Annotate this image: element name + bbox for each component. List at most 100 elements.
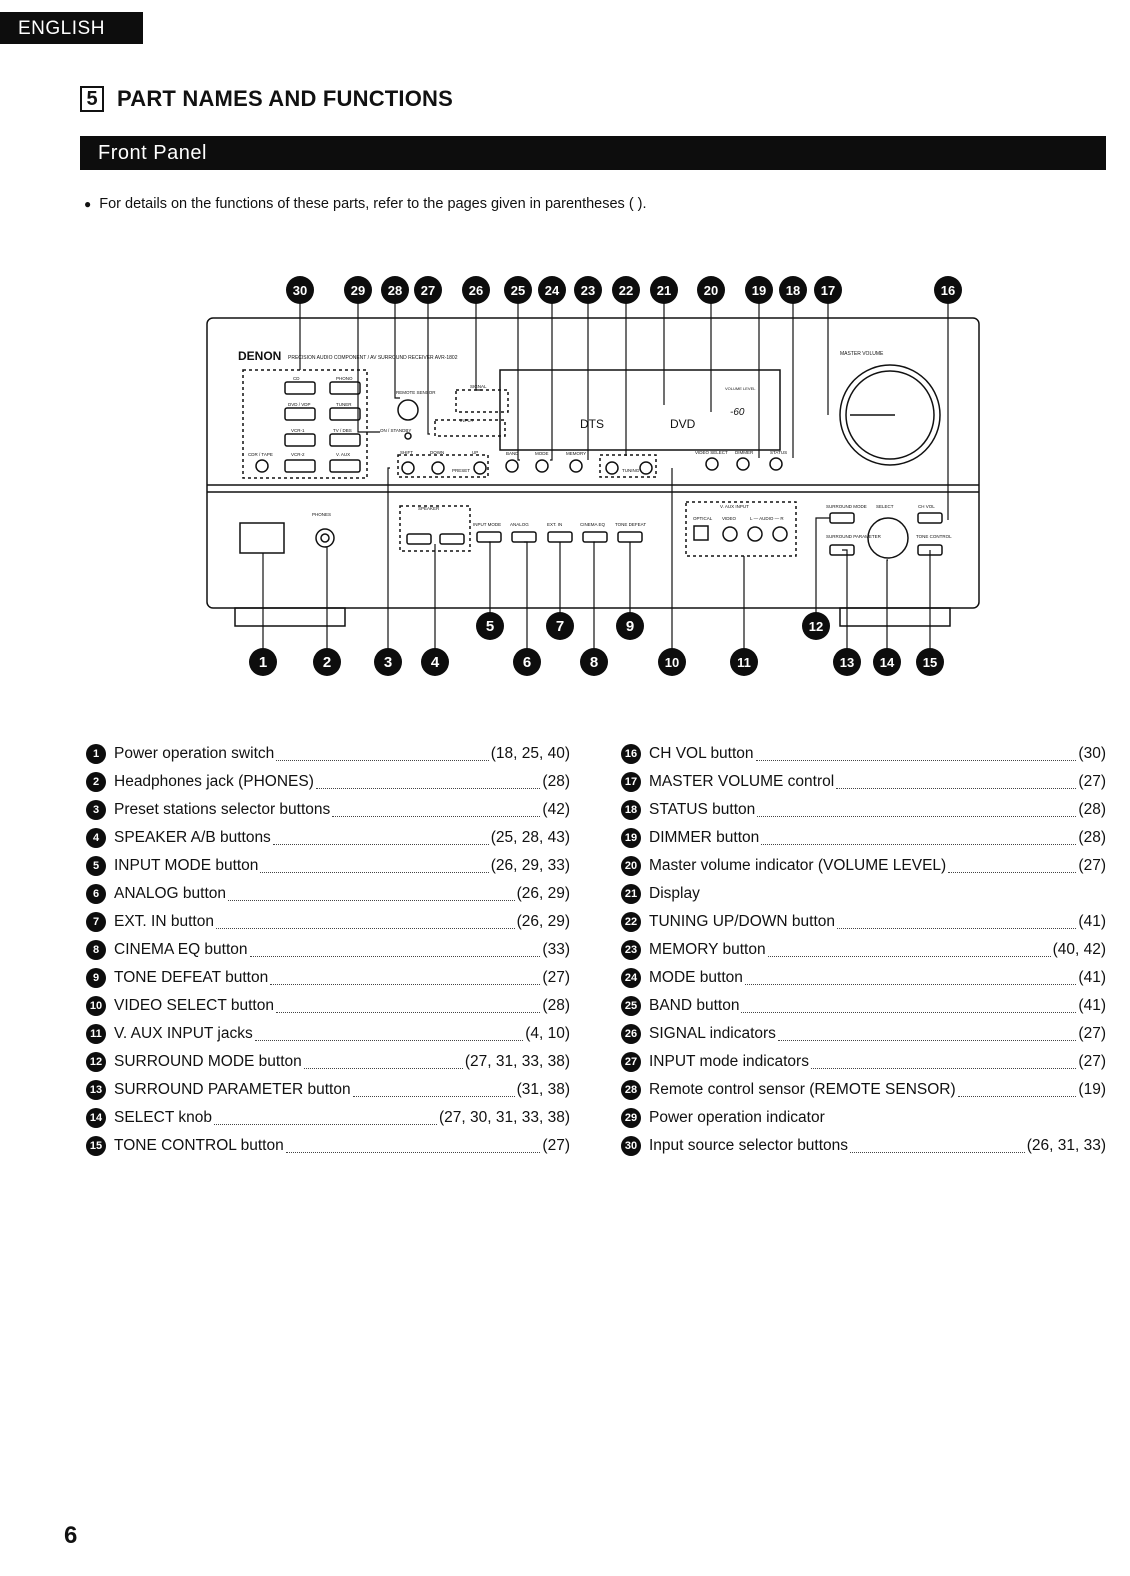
callout-number: 28	[388, 283, 402, 298]
callout-circle	[580, 648, 608, 676]
part-number-badge: 10	[86, 996, 106, 1016]
part-number-badge: 16	[621, 744, 641, 764]
panel-label-mode: MODE	[535, 451, 549, 456]
callout-leader-line	[325, 546, 328, 662]
panel-label-down: DOWN	[430, 450, 444, 455]
part-pages: (42)	[542, 801, 570, 818]
callout-number: 20	[704, 283, 718, 298]
part-pages: (26, 29, 33)	[490, 857, 570, 874]
callout-number: 30	[293, 283, 307, 298]
part-number-badge: 25	[621, 996, 641, 1016]
part-pages: (25, 28, 43)	[490, 829, 570, 846]
callout-number: 12	[809, 619, 823, 634]
callout-circle	[414, 276, 442, 304]
callout-number: 27	[421, 283, 435, 298]
part-number-badge: 19	[621, 828, 641, 848]
callout-leader-line	[357, 290, 380, 433]
leader-dots	[332, 815, 541, 817]
part-pages: (33)	[542, 941, 570, 958]
panel-label-up: UP	[472, 450, 478, 455]
callout-number: 24	[545, 283, 560, 298]
part-label: TONE CONTROL button	[114, 1137, 284, 1154]
callout-number: 14	[880, 655, 895, 670]
input-button-label: V. AUX	[336, 452, 350, 457]
part-label: Power operation indicator	[649, 1109, 825, 1126]
part-pages: (26, 31, 33)	[1026, 1137, 1106, 1154]
callout-number: 29	[351, 283, 365, 298]
part-label: TUNING UP/DOWN button	[649, 913, 836, 930]
input-button-label: DVD / VDP	[288, 402, 311, 407]
part-label: Input source selector buttons	[649, 1137, 849, 1154]
part-pages: (27)	[542, 969, 570, 986]
part-pages: (27)	[1078, 773, 1106, 790]
section-heading: 5 PART NAMES AND FUNCTIONS	[80, 86, 453, 112]
panel-label-ext-in: EXT. IN	[547, 522, 562, 527]
callout-number: 13	[840, 655, 854, 670]
part-pages: (40, 42)	[1052, 941, 1106, 958]
part-number-badge: 27	[621, 1052, 641, 1072]
input-selector-group	[242, 369, 368, 479]
leader-dots	[948, 871, 1077, 873]
part-label: INPUT MODE button	[114, 857, 259, 874]
callout-leader-line	[550, 290, 553, 461]
part-label: CH VOL button	[649, 745, 754, 762]
callout-number: 26	[469, 283, 483, 298]
input-button-label: TV / DBS	[333, 428, 352, 433]
part-label: MASTER VOLUME control	[649, 773, 835, 790]
callout-circle	[313, 648, 341, 676]
callout-number: 23	[581, 283, 595, 298]
part-number-badge: 20	[621, 856, 641, 876]
part-pages: (4, 10)	[525, 1025, 570, 1042]
part-pages: (28)	[1078, 801, 1106, 818]
part-pages: (27)	[1078, 857, 1106, 874]
panel-label-phones: PHONES	[312, 512, 331, 517]
panel-model-line: PRECISION AUDIO COMPONENT / AV SURROUND …	[288, 355, 458, 361]
part-label: DIMMER button	[649, 829, 760, 846]
panel-label-tuning: TUNING	[622, 468, 640, 473]
callout-circle	[513, 648, 541, 676]
part-pages: (27)	[1078, 1053, 1106, 1070]
callout-number: 11	[737, 655, 751, 670]
panel-label-select: SELECT	[876, 504, 894, 509]
part-number-badge: 6	[86, 884, 106, 904]
subsection-title: Front Panel	[80, 136, 1106, 170]
part-number-badge: 13	[86, 1080, 106, 1100]
callout-circle	[504, 276, 532, 304]
leader-dots	[270, 983, 541, 985]
part-pages: (19)	[1078, 1081, 1106, 1098]
callout-leader-line	[387, 467, 390, 662]
callout-leader-line	[593, 541, 595, 662]
leader-dots	[836, 787, 1077, 789]
part-number-badge: 28	[621, 1080, 641, 1100]
callout-circle	[381, 276, 409, 304]
leader-dots	[272, 843, 489, 845]
callout-circle	[730, 648, 758, 676]
left-foot	[234, 607, 346, 627]
callout-circle	[650, 276, 678, 304]
panel-label-ch-vol: CH VOL	[918, 504, 935, 509]
part-label: INPUT mode indicators	[649, 1053, 809, 1070]
part-label: SURROUND MODE button	[114, 1053, 302, 1070]
part-pages: (26, 29)	[516, 885, 570, 902]
part-label: V. AUX INPUT jacks	[114, 1025, 253, 1042]
panel-label-input: INPUT	[460, 418, 474, 423]
part-pages: (31, 38)	[516, 1081, 570, 1098]
panel-label-memory: MEMORY	[566, 451, 586, 456]
leader-dots	[275, 1011, 541, 1013]
callout-leader-line	[489, 541, 491, 626]
leader-dots	[810, 1067, 1077, 1069]
panel-label-video-select: VIDEO SELECT	[695, 450, 728, 455]
callout-circle	[697, 276, 725, 304]
leader-dots	[850, 1151, 1025, 1153]
callout-number: 6	[523, 654, 531, 671]
leader-dots	[315, 787, 541, 789]
part-number-badge: 3	[86, 800, 106, 820]
